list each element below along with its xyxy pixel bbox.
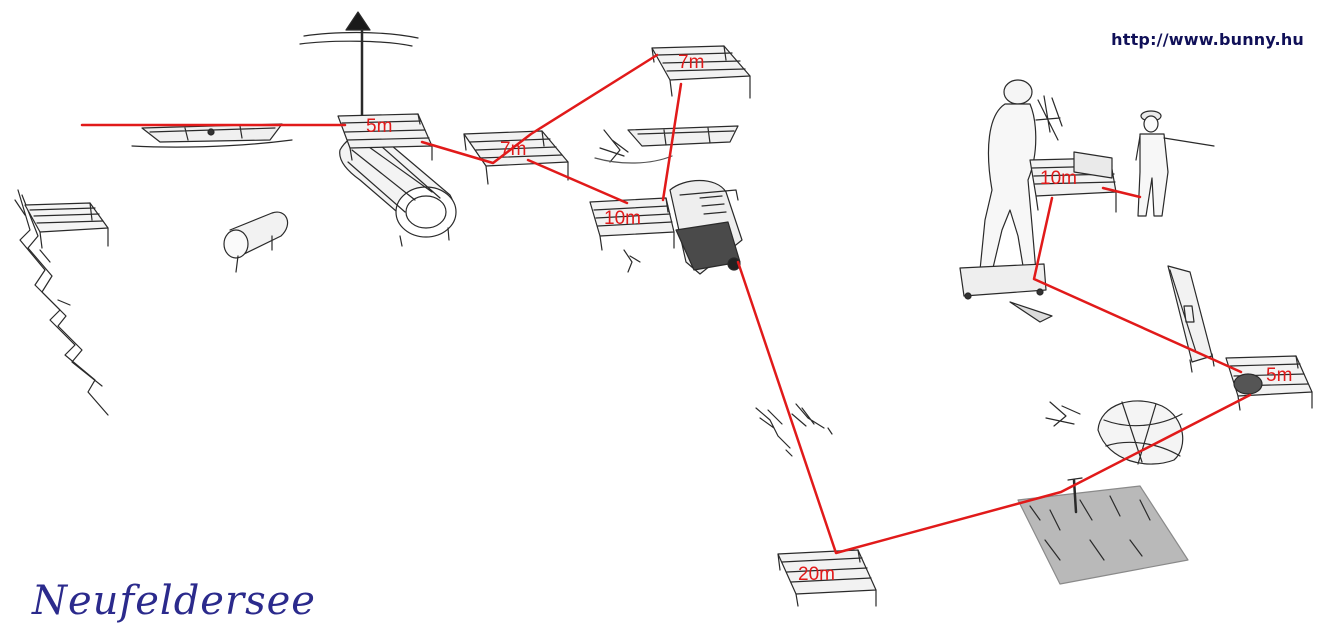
station-4-depth-label: 10m [604, 208, 641, 229]
station-7-platform [1029, 151, 1117, 213]
station-2-depth-label: 7m [500, 139, 526, 160]
dive-route-line [80, 53, 1252, 555]
sign-board-icon [1167, 265, 1215, 373]
statue-icon [959, 79, 1063, 323]
station-3-platform [651, 45, 751, 99]
location-name: Neufeldersee [32, 578, 316, 624]
station-5-platform [777, 549, 877, 607]
station-3-depth-label: 7m [678, 52, 704, 73]
dock-platform-icon [24, 202, 109, 249]
station-6-depth-label: 5m [1266, 365, 1292, 386]
boat-icon [131, 123, 293, 148]
wreck-boat-icon [594, 125, 739, 164]
station-7-depth-label: 10m [1040, 168, 1077, 189]
website-url: http://www.bunny.hu [1111, 30, 1304, 49]
seaweed-patch-icon [1017, 477, 1189, 585]
station-5-depth-label: 20m [798, 564, 835, 585]
sailor-figure-icon [1135, 110, 1215, 217]
tunnel-icon [339, 133, 457, 247]
station-4-platform [589, 197, 675, 251]
barrel-icon [223, 211, 289, 273]
buoy-icon [299, 11, 419, 122]
net-ball-icon [1045, 400, 1184, 465]
station-6-platform [1225, 355, 1313, 411]
shoreline-icon [14, 189, 109, 416]
station-2-platform [463, 130, 569, 185]
crayfish-icon [755, 403, 833, 457]
machine-icon [623, 180, 743, 275]
station-1-depth-label: 5m [366, 116, 392, 137]
